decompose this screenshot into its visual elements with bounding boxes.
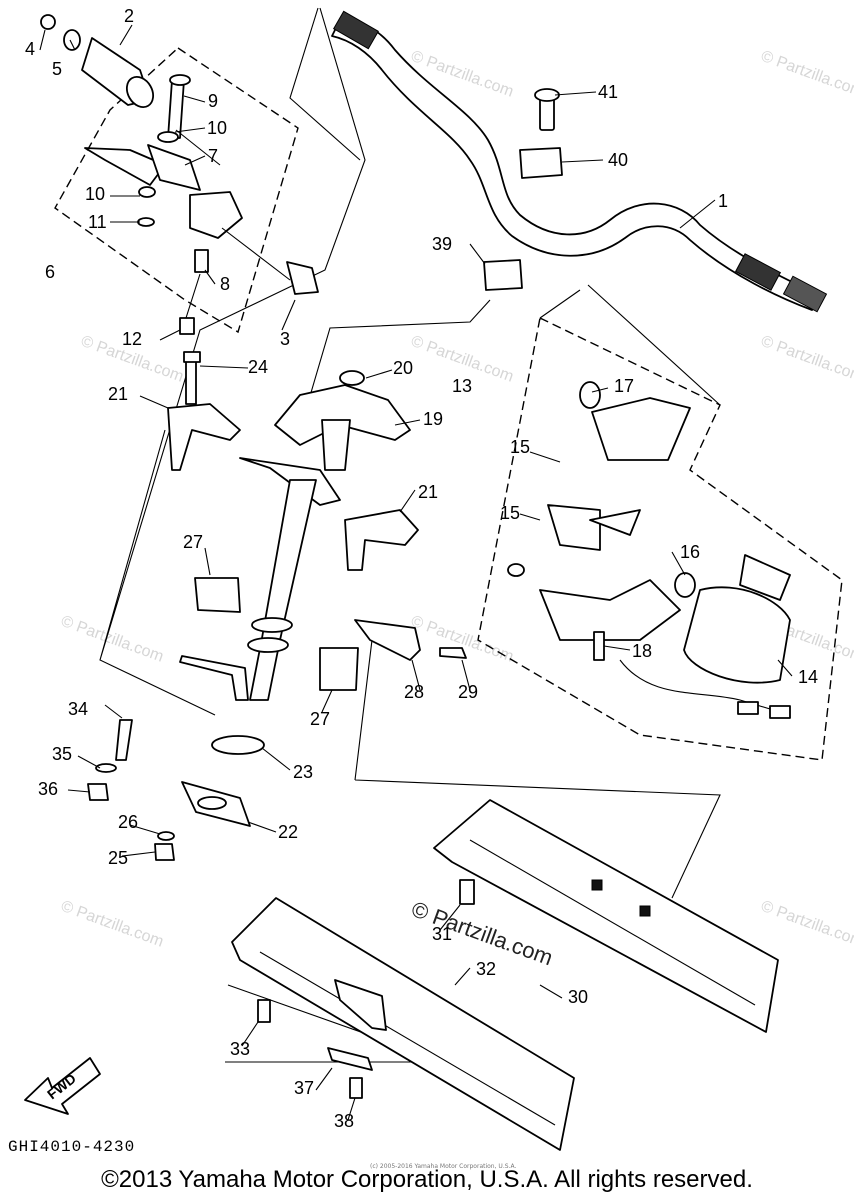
- callout-15b: 15: [500, 503, 520, 523]
- throttle-parts: [40, 14, 319, 335]
- callout-10b: 10: [85, 184, 105, 204]
- switch-assembly: [507, 381, 791, 719]
- diagram-code: GHI4010-4230: [8, 1138, 136, 1156]
- callout-20: 20: [393, 358, 413, 378]
- callout-9: 9: [208, 91, 218, 111]
- callout-21: 21: [108, 384, 128, 404]
- callout-4: 4: [25, 39, 35, 59]
- callout-26: 26: [118, 812, 138, 832]
- callout-30: 30: [568, 987, 588, 1007]
- copyright-notice: ©2013 Yamaha Motor Corporation, U.S.A. A…: [101, 1166, 753, 1193]
- callout-28: 28: [404, 682, 424, 702]
- switch-assembly-box: [477, 316, 843, 761]
- callout-19: 19: [423, 409, 443, 429]
- callout-34: 34: [68, 699, 88, 719]
- callout-labels: 1 2 3 4 5 6 7 8 9 10 10 11 12 13 14 15 1…: [25, 6, 818, 1131]
- callout-23: 23: [293, 762, 313, 782]
- callout-39: 39: [432, 234, 452, 254]
- clamp-parts: [483, 88, 563, 291]
- callout-3: 3: [280, 329, 290, 349]
- callout-22: 22: [278, 822, 298, 842]
- callout-38: 38: [334, 1111, 354, 1131]
- callout-6: 6: [45, 262, 55, 282]
- callout-40: 40: [608, 150, 628, 170]
- callout-31: 31: [432, 924, 452, 944]
- watermark: © Partzilla.com: [59, 898, 166, 951]
- callout-15: 15: [510, 437, 530, 457]
- callout-11: 11: [88, 212, 107, 232]
- callout-10: 10: [207, 118, 227, 138]
- callout-27b: 27: [310, 709, 330, 729]
- steering-column: [87, 351, 467, 861]
- callout-36: 36: [38, 779, 58, 799]
- callout-17: 17: [614, 376, 634, 396]
- callout-16: 16: [680, 542, 700, 562]
- callout-12: 12: [122, 329, 142, 349]
- watermark: © Partzilla.com: [759, 898, 854, 951]
- callout-35: 35: [52, 744, 72, 764]
- callout-1: 1: [718, 191, 728, 211]
- callout-leaders: [39, 24, 793, 1121]
- callout-7: 7: [208, 146, 218, 166]
- callout-14: 14: [798, 667, 818, 687]
- callout-25: 25: [108, 848, 128, 868]
- watermark: © Partzilla.com: [759, 48, 854, 101]
- callout-33: 33: [230, 1039, 250, 1059]
- callout-24: 24: [248, 357, 268, 377]
- callout-21b: 21: [418, 482, 438, 502]
- callout-32: 32: [476, 959, 496, 979]
- handlebar: [331, 10, 828, 313]
- callout-8: 8: [220, 274, 230, 294]
- throttle-lever-assembly-box: [54, 47, 299, 334]
- callout-18: 18: [632, 641, 652, 661]
- callout-27: 27: [183, 532, 203, 552]
- fine-print: (c) 2005-2016 Yamaha Motor Corporation, …: [370, 1163, 517, 1170]
- lower-brackets: [231, 799, 779, 1151]
- fwd-direction-arrow: FWD: [24, 1057, 101, 1115]
- callout-29: 29: [458, 682, 478, 702]
- callout-2: 2: [124, 6, 134, 26]
- callout-5: 5: [52, 59, 62, 79]
- callout-41: 41: [598, 82, 618, 102]
- callout-37: 37: [294, 1078, 314, 1098]
- callout-13: 13: [452, 376, 472, 396]
- watermark: © Partzilla.com: [759, 333, 854, 386]
